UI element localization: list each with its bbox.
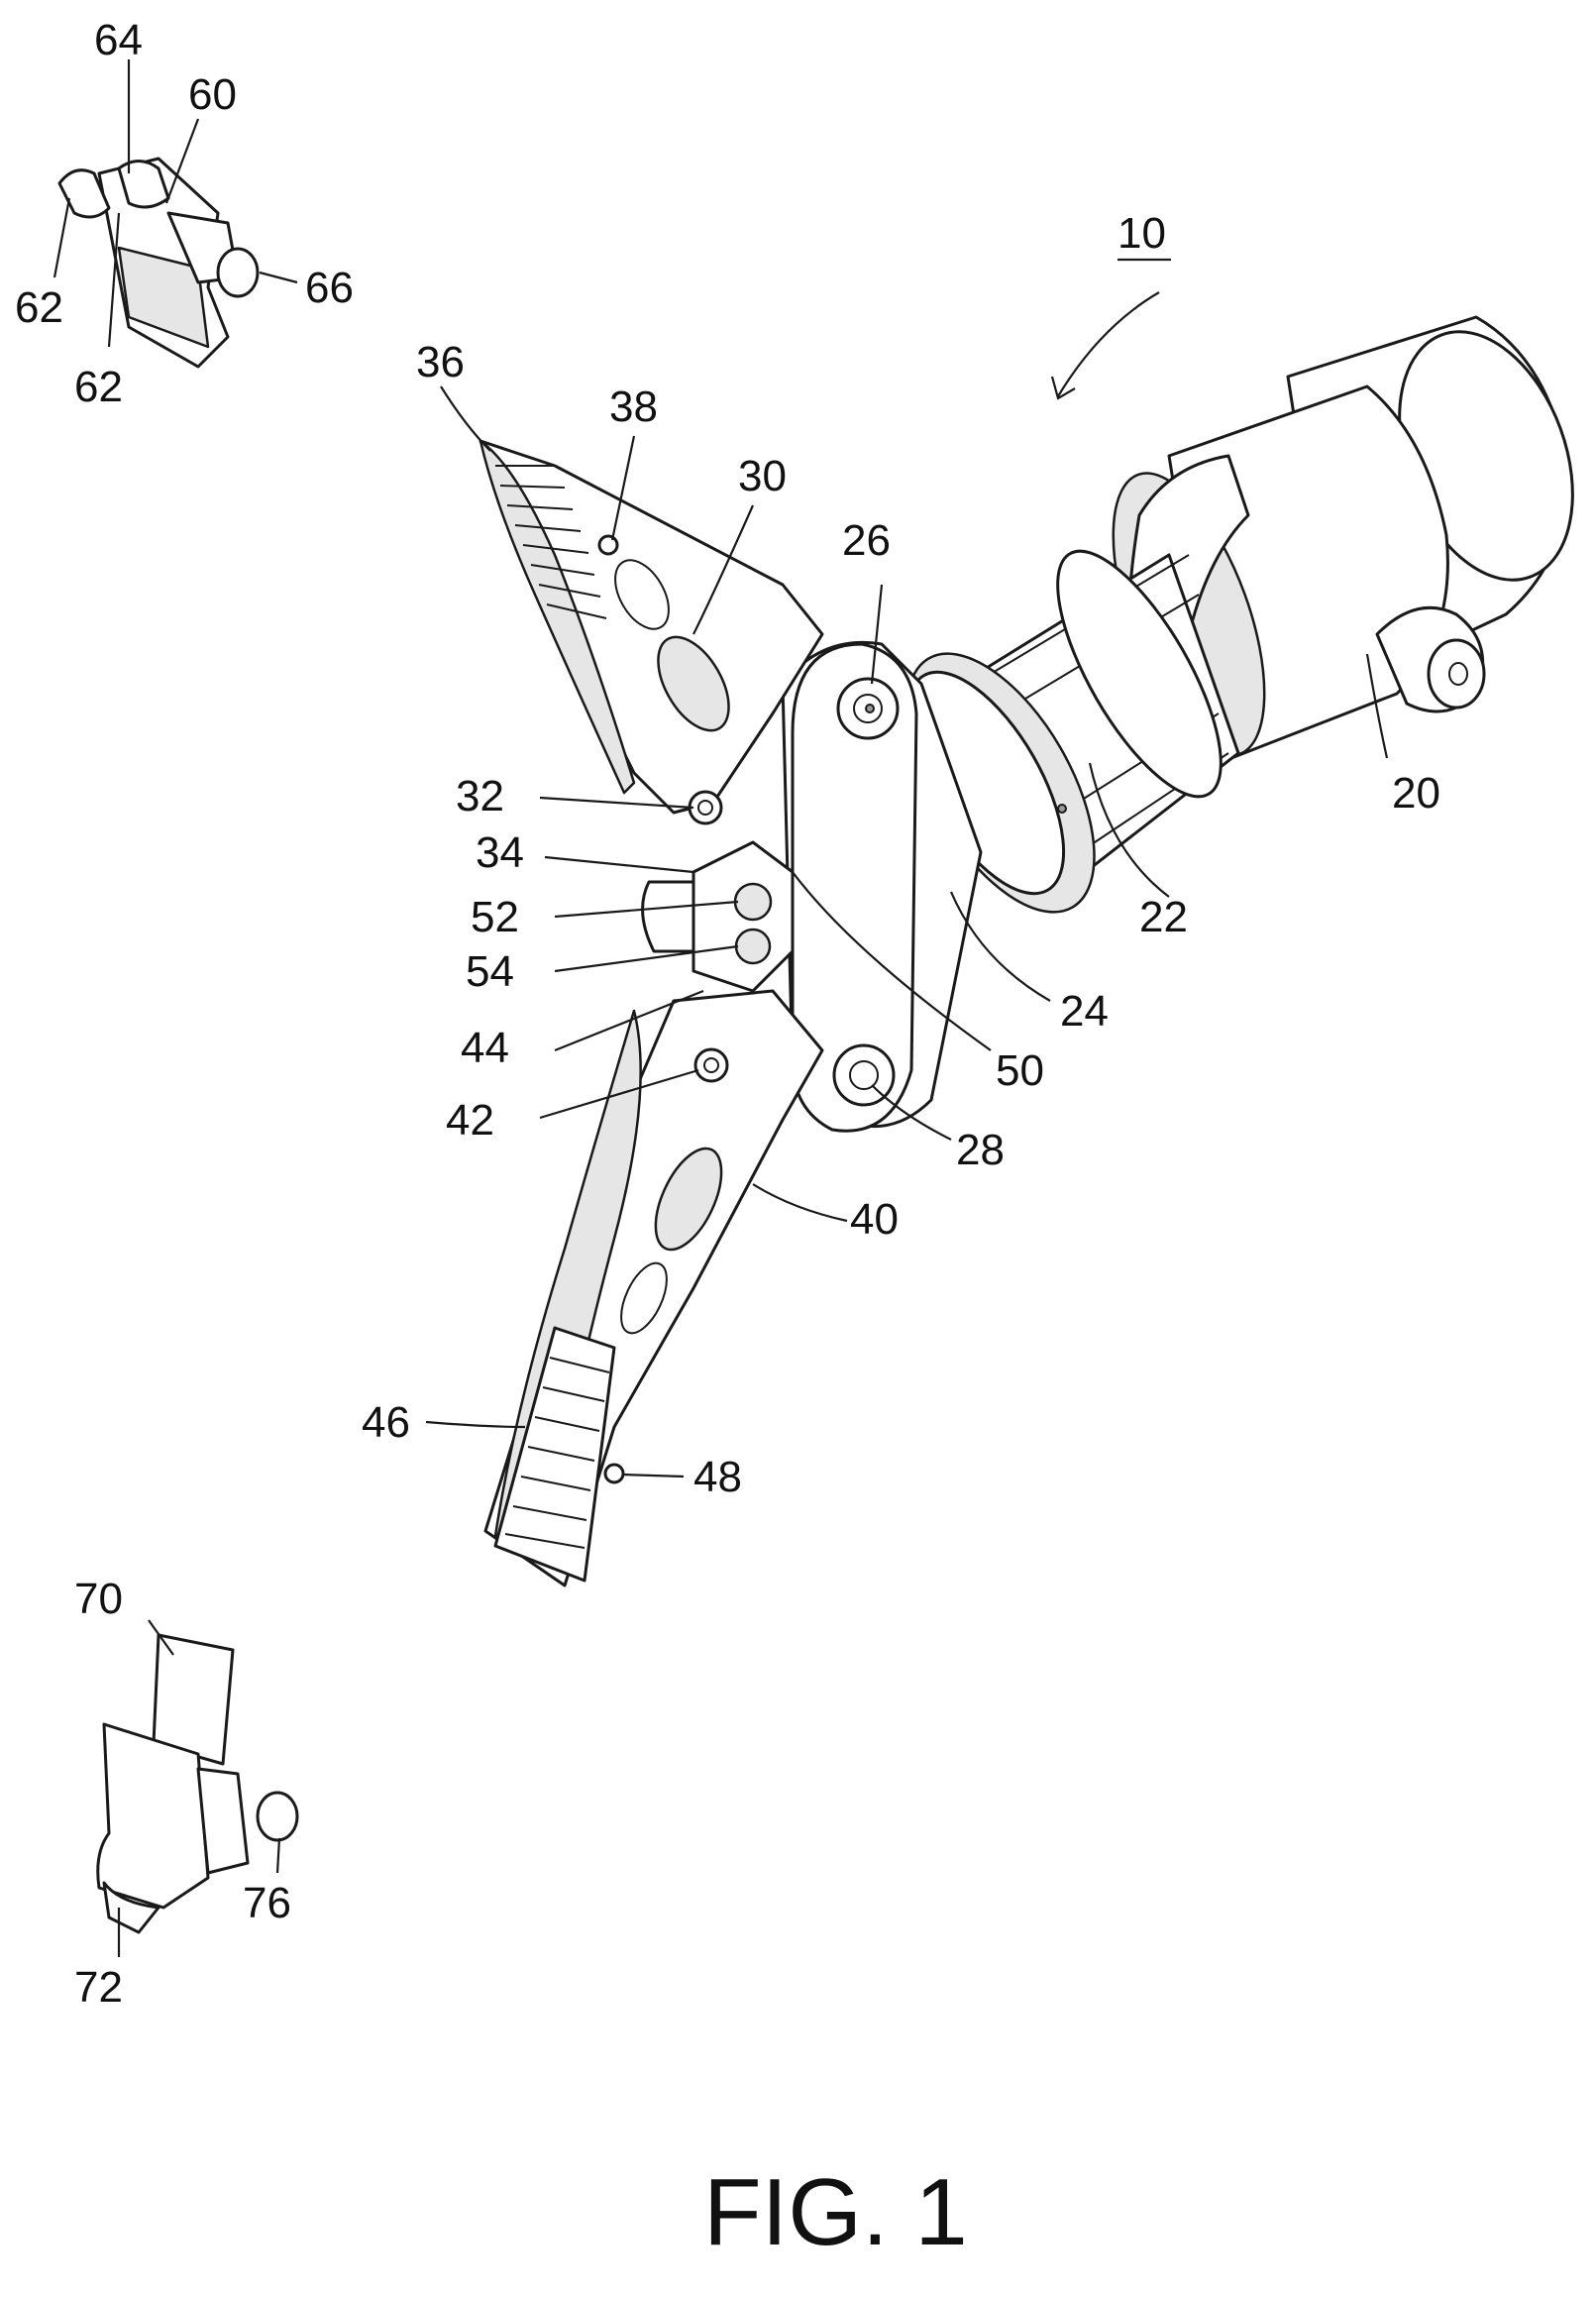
label-44: 44 <box>461 1024 509 1072</box>
jaw-insert-upper <box>59 159 258 367</box>
label-40: 40 <box>850 1195 899 1244</box>
label-38: 38 <box>609 383 658 431</box>
label-26: 26 <box>842 516 891 565</box>
label-36: 36 <box>416 338 465 386</box>
lower-jaw <box>485 991 822 1586</box>
label-28: 28 <box>956 1126 1005 1174</box>
label-62-left: 62 <box>15 283 63 332</box>
label-30: 30 <box>738 452 787 500</box>
main-tool-assembly <box>480 307 1596 1586</box>
label-52: 52 <box>471 893 519 941</box>
label-24: 24 <box>1060 987 1109 1036</box>
figure-caption: FIG. 1 <box>703 2159 968 2265</box>
label-62-lower: 62 <box>74 363 123 411</box>
label-48: 48 <box>693 1453 742 1501</box>
label-76: 76 <box>243 1879 291 1927</box>
center-block <box>643 842 793 991</box>
label-20: 20 <box>1392 769 1440 818</box>
label-22: 22 <box>1139 893 1188 941</box>
label-50: 50 <box>996 1046 1044 1095</box>
label-54: 54 <box>466 947 514 996</box>
label-66: 66 <box>305 264 354 312</box>
label-64: 64 <box>94 16 143 64</box>
label-34: 34 <box>476 828 524 877</box>
label-10: 10 <box>1117 209 1166 258</box>
label-32: 32 <box>456 772 504 820</box>
label-72: 72 <box>74 1963 123 2012</box>
label-70: 70 <box>74 1575 123 1623</box>
label-46: 46 <box>362 1398 410 1447</box>
label-42: 42 <box>446 1096 494 1145</box>
label-60: 60 <box>188 70 237 119</box>
